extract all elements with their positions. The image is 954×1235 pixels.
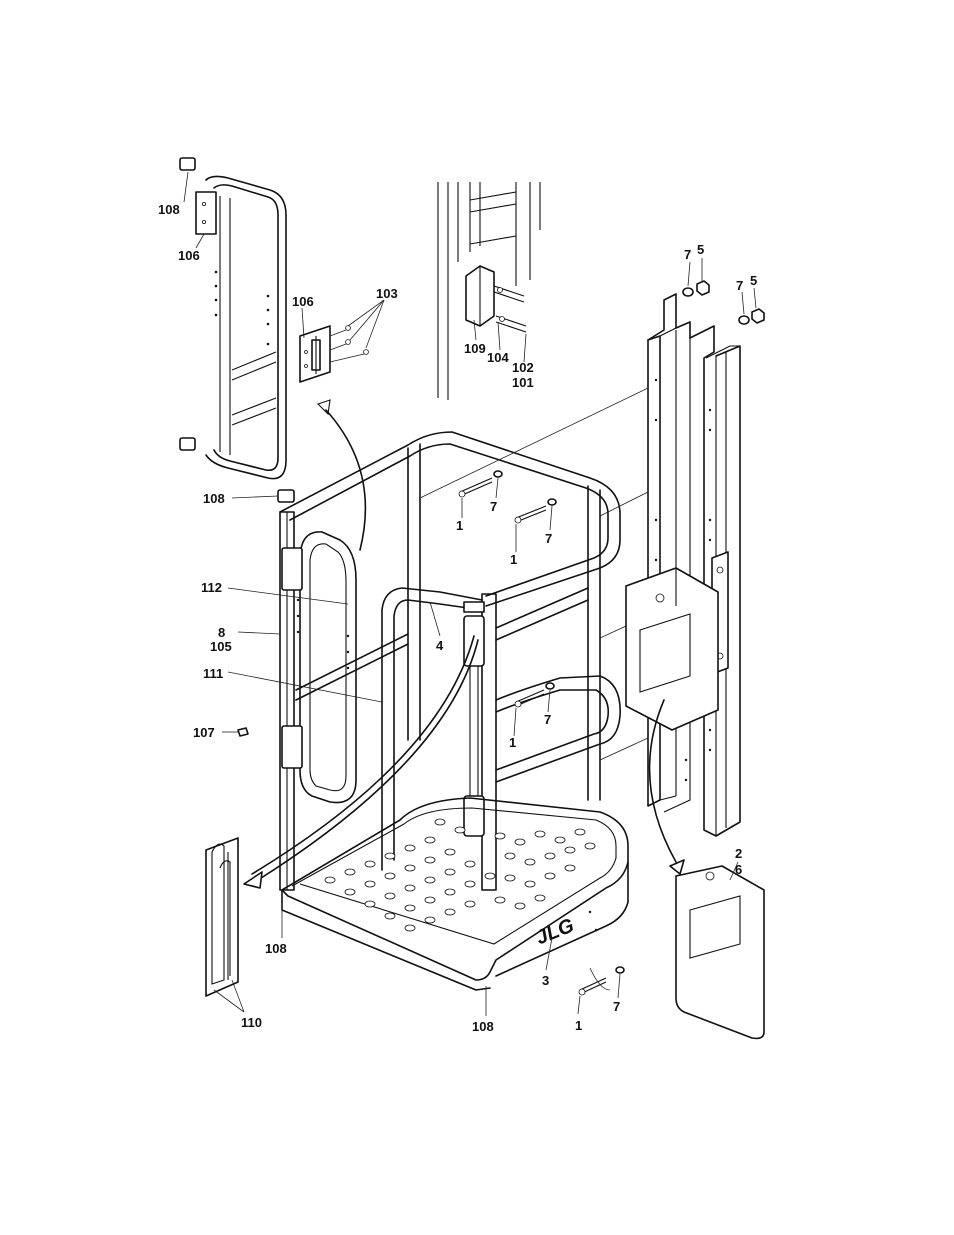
callout-105: 105	[210, 639, 232, 654]
callout-108-top: 108	[158, 202, 180, 217]
callout-108-mid: 108	[203, 491, 225, 506]
callout-104: 104	[487, 350, 509, 365]
callout-8: 8	[218, 625, 225, 640]
callout-7-d: 7	[545, 531, 552, 546]
callout-4: 4	[436, 638, 444, 653]
callout-106-top: 106	[178, 248, 200, 263]
callout-3: 3	[542, 973, 549, 988]
mast	[647, 280, 765, 837]
callout-103: 103	[376, 286, 398, 301]
callout-5-a: 5	[697, 242, 704, 257]
assembly-arrows	[243, 399, 685, 991]
upper-mast-detail	[437, 182, 541, 400]
callout-6: 6	[735, 862, 742, 877]
callout-labels: 108 106 106 103 109 104 102 101 7 5 7 5 …	[158, 202, 757, 1034]
leader-lines	[183, 171, 757, 1016]
callout-108-low: 108	[265, 941, 287, 956]
gate-mount-arrow	[325, 409, 367, 551]
cover-mount-arrow	[648, 699, 677, 863]
callout-111: 111	[203, 666, 223, 681]
panel-mount-arrow	[257, 639, 479, 881]
callout-107: 107	[193, 725, 215, 740]
callout-7-e: 7	[544, 712, 551, 727]
loose-hardware	[237, 470, 625, 996]
callout-1-b: 1	[510, 552, 517, 567]
callout-5-b: 5	[750, 273, 757, 288]
callout-1-d: 1	[575, 1018, 582, 1033]
side-panel	[205, 837, 239, 997]
jlg-logo: JLG	[533, 914, 577, 949]
callout-106-mid: 106	[292, 294, 314, 309]
callout-7-c: 7	[490, 499, 497, 514]
control-box-cover	[675, 865, 765, 1040]
callout-109: 109	[464, 341, 486, 356]
callout-112: 112	[201, 580, 222, 595]
callout-7-a: 7	[684, 247, 691, 262]
callout-7-b: 7	[736, 278, 743, 293]
callout-108-bot: 108	[472, 1019, 494, 1034]
control-box	[625, 567, 719, 731]
callout-2: 2	[735, 846, 742, 861]
callout-1-c: 1	[509, 735, 516, 750]
platform-cage: JLG	[279, 387, 649, 991]
callout-102: 102	[512, 360, 534, 375]
floor-perforations	[324, 818, 596, 932]
callout-7-f: 7	[613, 999, 620, 1014]
callout-1-a: 1	[456, 518, 463, 533]
callout-101: 101	[512, 375, 534, 390]
gate-assembly	[179, 157, 369, 480]
callout-110: 110	[241, 1015, 262, 1030]
